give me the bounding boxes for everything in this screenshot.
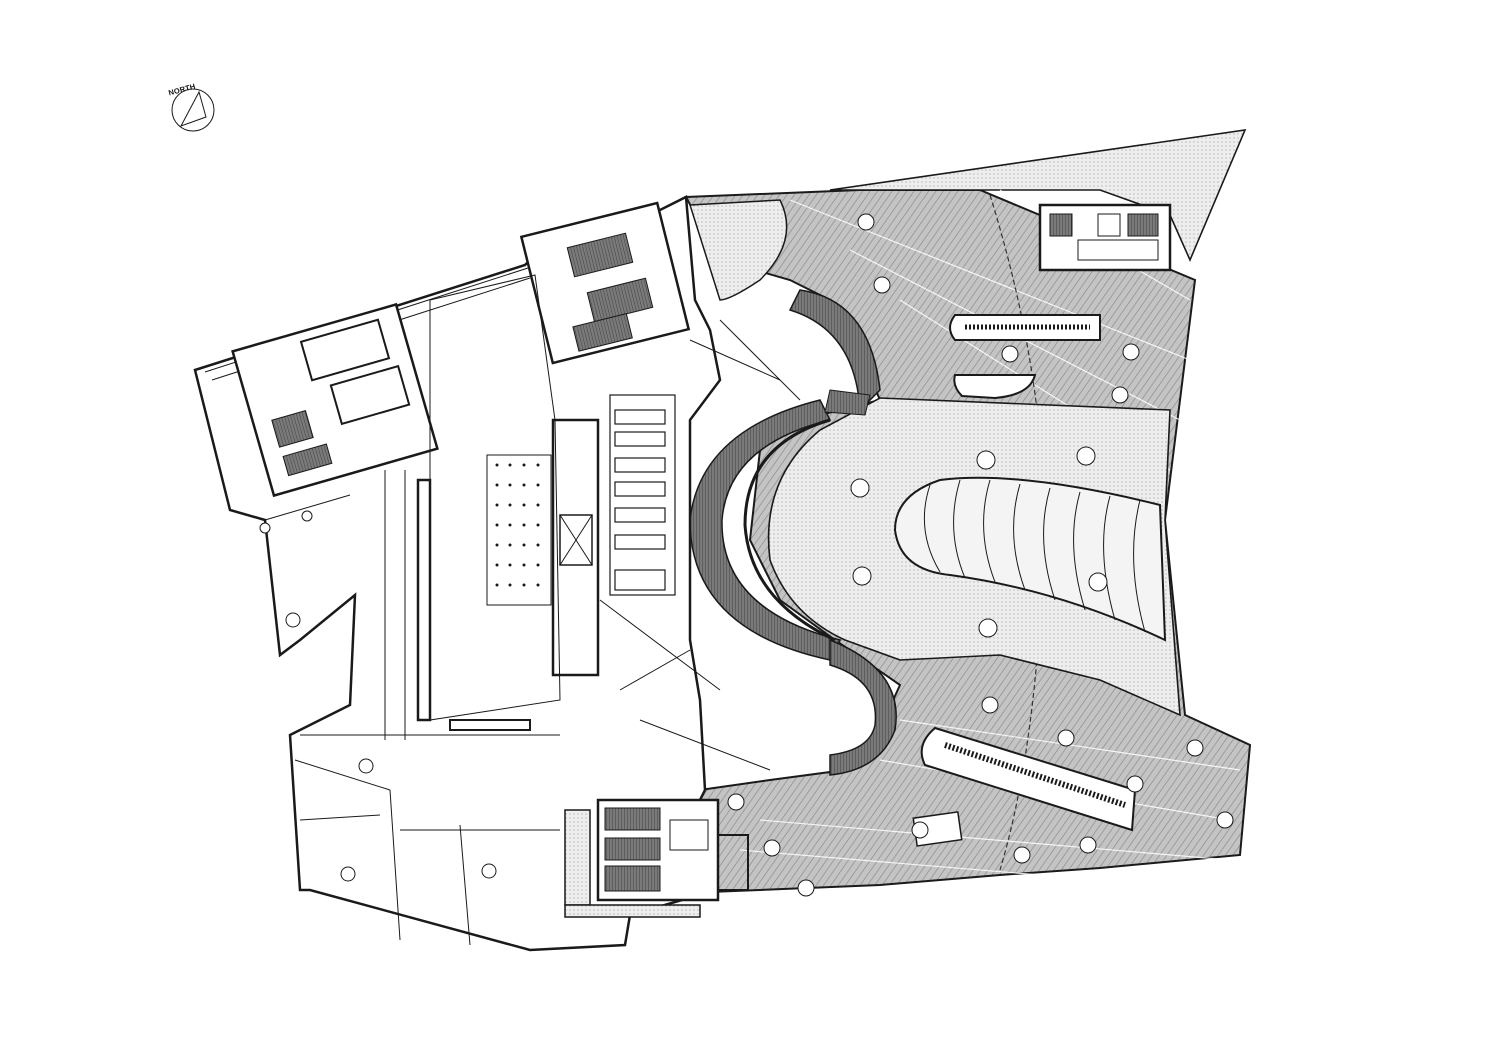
restroom-block <box>609 394 676 596</box>
north-arrow: NORTH <box>167 82 215 132</box>
seating-tier-inner <box>743 418 836 642</box>
core-north <box>519 201 691 365</box>
plaza-columns <box>727 213 1234 897</box>
skylight-ribs <box>923 479 1146 633</box>
central-hall <box>689 397 1181 717</box>
entry-canopy-north <box>688 199 788 301</box>
north-arrow-circle <box>171 88 215 132</box>
west-corridor <box>300 470 560 740</box>
core-south <box>564 798 749 918</box>
hall-columns <box>850 446 1108 638</box>
north-arrow-pointer <box>179 90 207 127</box>
service-bar <box>551 418 600 677</box>
escalator-south <box>912 726 1137 847</box>
skylight-oculus <box>893 476 1167 642</box>
core-northwest <box>231 302 439 498</box>
west-building <box>193 195 801 952</box>
north-label: NORTH <box>167 82 196 98</box>
building-columns <box>259 510 497 882</box>
curved-stair-south <box>829 638 897 776</box>
escalator-north <box>949 314 1101 400</box>
east-offices <box>599 319 801 771</box>
curved-stair-north <box>788 289 881 416</box>
southwest-rooms <box>264 494 560 946</box>
core-northeast <box>1038 203 1172 272</box>
